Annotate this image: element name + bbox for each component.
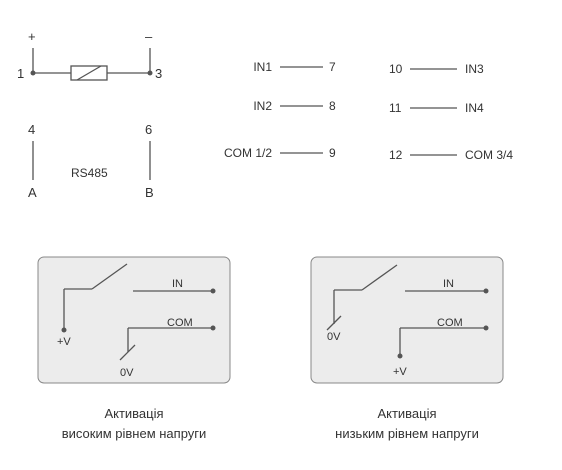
fuse-diagonal bbox=[76, 65, 102, 81]
ground-icon bbox=[326, 315, 342, 331]
com-dot bbox=[210, 325, 216, 331]
in-dot bbox=[210, 288, 216, 294]
in2-label: IN2 bbox=[253, 99, 272, 113]
rs485-section: 4 6 RS485 A B bbox=[28, 122, 154, 200]
terminal-1-dot bbox=[30, 70, 36, 76]
rs485-b-label: B bbox=[145, 185, 154, 200]
terminal-3-label: 3 bbox=[155, 66, 162, 81]
terminal-10-label: 10 bbox=[389, 62, 403, 76]
terminal-11-label: 11 bbox=[389, 101, 402, 115]
panel-low-activation: 0V IN COM +V bbox=[310, 256, 504, 384]
in-label: IN bbox=[172, 278, 183, 290]
panel-low-box bbox=[310, 256, 504, 384]
in4-label: IN4 bbox=[465, 101, 484, 115]
plus-v-label: +V bbox=[393, 366, 407, 378]
in1-label: IN1 bbox=[253, 60, 272, 74]
com34-label: COM 3/4 bbox=[465, 148, 513, 162]
com-label: COM bbox=[437, 317, 463, 329]
terminal-3-dot bbox=[147, 70, 153, 76]
terminal-8-label: 8 bbox=[329, 99, 336, 113]
switch-contact bbox=[91, 263, 128, 290]
panel-high-box bbox=[37, 256, 231, 384]
plus-sign: + bbox=[28, 29, 36, 44]
rs485-a-label: A bbox=[28, 185, 37, 200]
terminal-4-label: 4 bbox=[28, 122, 35, 137]
terminal-9-label: 9 bbox=[329, 146, 336, 160]
zero-v-label: 0V bbox=[120, 367, 134, 379]
rs485-label: RS485 bbox=[71, 166, 108, 180]
in3-label: IN3 bbox=[465, 62, 484, 76]
com-dot bbox=[483, 325, 489, 331]
panel-high-activation: +V IN COM 0V bbox=[37, 256, 231, 384]
in-label: IN bbox=[443, 278, 454, 290]
caption-high-line1: Активація bbox=[104, 406, 163, 421]
switch-contact bbox=[361, 264, 398, 291]
terminal-12-label: 12 bbox=[389, 148, 403, 162]
caption-high-line2: високим рівнем напруги bbox=[62, 426, 207, 441]
plus-v-dot bbox=[397, 353, 403, 359]
caption-low-line2: низьким рівнем напруги bbox=[335, 426, 479, 441]
terminal-1-label: 1 bbox=[17, 66, 24, 81]
inputs-left: IN1 7 IN2 8 COM 1/2 9 bbox=[224, 60, 336, 160]
com12-label: COM 1/2 bbox=[224, 146, 272, 160]
in-dot bbox=[483, 288, 489, 294]
power-section: + – 1 3 bbox=[17, 29, 162, 81]
minus-sign: – bbox=[145, 29, 153, 44]
plus-v-dot bbox=[61, 327, 67, 333]
plus-v-label: +V bbox=[57, 336, 71, 348]
ground-icon bbox=[119, 344, 136, 361]
com-label: COM bbox=[167, 317, 193, 329]
inputs-right: 10 IN3 11 IN4 12 COM 3/4 bbox=[389, 62, 513, 162]
caption-low-line1: Активація bbox=[377, 406, 436, 421]
zero-v-label: 0V bbox=[327, 331, 341, 343]
terminal-6-label: 6 bbox=[145, 122, 152, 137]
terminal-7-label: 7 bbox=[329, 60, 336, 74]
